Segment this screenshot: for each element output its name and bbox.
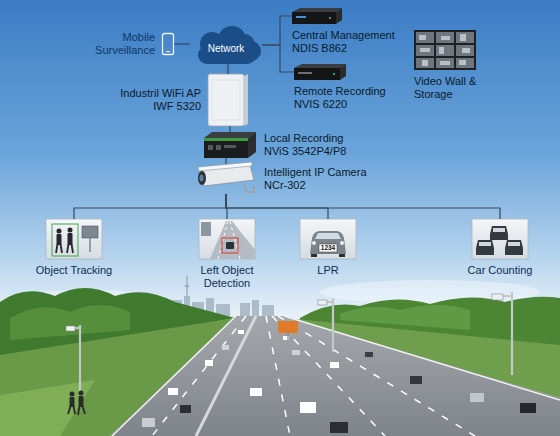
node-label: Local RecordingNViS 3542P4/P8 (264, 132, 346, 158)
node-title: Left Object Detection (190, 264, 264, 290)
wifi-ap-node: Industril WiFi APIWF 5320 (208, 74, 248, 126)
phone-icon (163, 34, 174, 55)
function-icon-node: Car Counting (472, 219, 528, 259)
server-icon (292, 8, 342, 24)
node-label: LPR (317, 264, 338, 277)
wifi-ap-icon (208, 74, 248, 126)
node-title: Car Counting (468, 264, 533, 277)
highway-scene (0, 276, 560, 436)
server-node: Central ManagementNDIS B862 (292, 8, 342, 24)
model-number: NVIS 6220 (294, 98, 386, 111)
node-label: Object Tracking (36, 264, 112, 277)
node-title: Remote Recording (294, 85, 386, 98)
node-title: Local Recording (264, 132, 346, 145)
left-object-icon (199, 219, 255, 259)
node-title: LPR (317, 264, 338, 277)
object-tracking-icon (46, 219, 102, 259)
connector-line (262, 45, 294, 72)
network-cloud: Network (190, 26, 262, 64)
connector-line (226, 194, 328, 219)
function-icon-node: LPR (300, 219, 356, 259)
node-title: Industril WiFi AP (120, 87, 201, 100)
node-label: Remote RecordingNVIS 6220 (294, 85, 386, 111)
node-label: Industril WiFi APIWF 5320 (120, 87, 201, 113)
connector-line (74, 194, 226, 219)
recorder-node: Remote RecordingNVIS 6220 (294, 64, 346, 80)
node-label: Video Wall & Storage (414, 75, 486, 101)
connector-line (229, 126, 230, 132)
lpr-icon (300, 219, 356, 259)
model-number: NDIS B862 (292, 42, 395, 55)
node-label: Central ManagementNDIS B862 (292, 29, 395, 55)
node-title: Mobile Surveillance (89, 31, 155, 57)
function-icon-node: Left Object Detection (199, 219, 255, 259)
connector-line (226, 194, 500, 219)
node-label: Network (208, 42, 245, 55)
node-label: Mobile Surveillance (89, 31, 155, 57)
node-title: Network (208, 42, 245, 55)
network-cloud-shape (198, 26, 261, 64)
node-title: Central Management (292, 29, 395, 42)
connector-line (174, 43, 190, 44)
car-counting-icon (472, 219, 528, 259)
node-title: Intelligent IP Camera (264, 166, 367, 179)
node-label: Left Object Detection (190, 264, 264, 290)
ip-camera-icon (198, 162, 254, 192)
node-label: Intelligent IP CameraNCr-302 (264, 166, 367, 192)
node-title: Video Wall & Storage (414, 75, 486, 101)
connector-line (225, 158, 226, 164)
node-title: Object Tracking (36, 264, 112, 277)
video-wall-icon (414, 30, 476, 70)
recorder-icon (294, 64, 346, 80)
model-number: NCr-302 (264, 179, 367, 192)
license-plate-text: 1234 (319, 244, 337, 252)
model-number: IWF 5320 (120, 100, 201, 113)
model-number: NViS 3542P4/P8 (264, 145, 346, 158)
node-label: Car Counting (468, 264, 533, 277)
connector-line (262, 16, 292, 45)
local-recorder-icon (204, 132, 256, 158)
mobile-node: Mobile Surveillance (162, 33, 174, 55)
connector-line (227, 64, 228, 74)
ip-camera-node: Intelligent IP CameraNCr-302 (196, 164, 256, 194)
local-recorder-node: Local RecordingNViS 3542P4/P8 (204, 132, 256, 158)
function-icon-node: Object Tracking (46, 219, 102, 259)
video-wall-node: Video Wall & Storage (414, 30, 476, 70)
